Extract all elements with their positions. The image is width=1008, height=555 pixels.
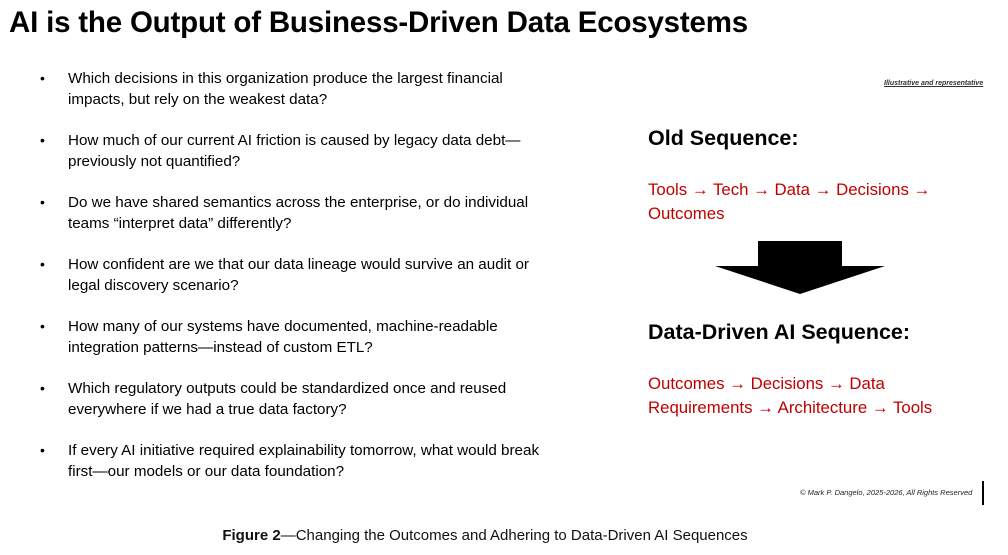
question-line: Which decisions in this organization pro…	[68, 70, 503, 87]
question-item: • Which regulatory outputs could be stan…	[40, 378, 580, 420]
new-sequence-flow: Outcomes → Decisions → Data Requirements…	[648, 372, 968, 419]
new-sequence-heading: Data-Driven AI Sequence:	[648, 320, 911, 344]
down-arrow-icon	[715, 241, 885, 294]
question-line: teams “interpret data” differently?	[68, 215, 292, 232]
bullet-icon: •	[40, 132, 45, 148]
figure-caption: Figure 2—Changing the Outcomes and Adher…	[0, 527, 970, 544]
question-item: • How much of our current AI friction is…	[40, 130, 580, 172]
question-item: • If every AI initiative required explai…	[40, 440, 580, 482]
question-line: Which regulatory outputs could be standa…	[68, 380, 507, 397]
question-item: • Which decisions in this organization p…	[40, 68, 580, 110]
figure-label: Figure 2	[222, 527, 281, 544]
question-line: first—our models or our data foundation?	[68, 463, 345, 480]
bullet-icon: •	[40, 442, 45, 458]
question-line: impacts, but rely on the weakest data?	[68, 91, 328, 108]
new-sequence-line: Outcomes → Decisions → Data	[648, 374, 885, 393]
bullet-icon: •	[40, 318, 45, 334]
copyright-notice: © Mark P. Dangelo, 2025-2026, All Rights…	[800, 488, 973, 497]
question-line: If every AI initiative required explaina…	[68, 442, 540, 459]
question-line: integration patterns—instead of custom E…	[68, 339, 373, 356]
bullet-icon: •	[40, 380, 45, 396]
bullet-icon: •	[40, 256, 45, 272]
question-list: • Which decisions in this organization p…	[40, 68, 580, 502]
figure-caption-text: —Changing the Outcomes and Adhering to D…	[280, 527, 748, 544]
question-line: everywhere if we had a true data factory…	[68, 401, 347, 418]
question-line: legal discovery scenario?	[68, 277, 239, 294]
old-sequence-heading: Old Sequence:	[648, 126, 799, 150]
question-item: • How many of our systems have documente…	[40, 316, 580, 358]
bullet-icon: •	[40, 70, 45, 86]
question-line: previously not quantified?	[68, 153, 241, 170]
question-line: How many of our systems have documented,…	[68, 318, 498, 335]
old-sequence-flow: Tools → Tech → Data → Decisions → Outcom…	[648, 178, 968, 225]
question-item: • Do we have shared semantics across the…	[40, 192, 580, 234]
old-sequence-line: Outcomes	[648, 203, 725, 223]
bullet-icon: •	[40, 194, 45, 210]
old-sequence-line: Tools → Tech → Data → Decisions →	[648, 180, 931, 199]
divider-line	[982, 481, 984, 505]
slide-title: AI is the Output of Business-Driven Data…	[9, 6, 748, 39]
question-line: How confident are we that our data linea…	[68, 256, 529, 273]
question-line: How much of our current AI friction is c…	[68, 132, 521, 149]
new-sequence-line: Requirements → Architecture → Tools	[648, 397, 933, 417]
illustrative-note: Illustrative and representative	[884, 80, 984, 87]
question-item: • How confident are we that our data lin…	[40, 254, 580, 296]
question-line: Do we have shared semantics across the e…	[68, 194, 529, 211]
